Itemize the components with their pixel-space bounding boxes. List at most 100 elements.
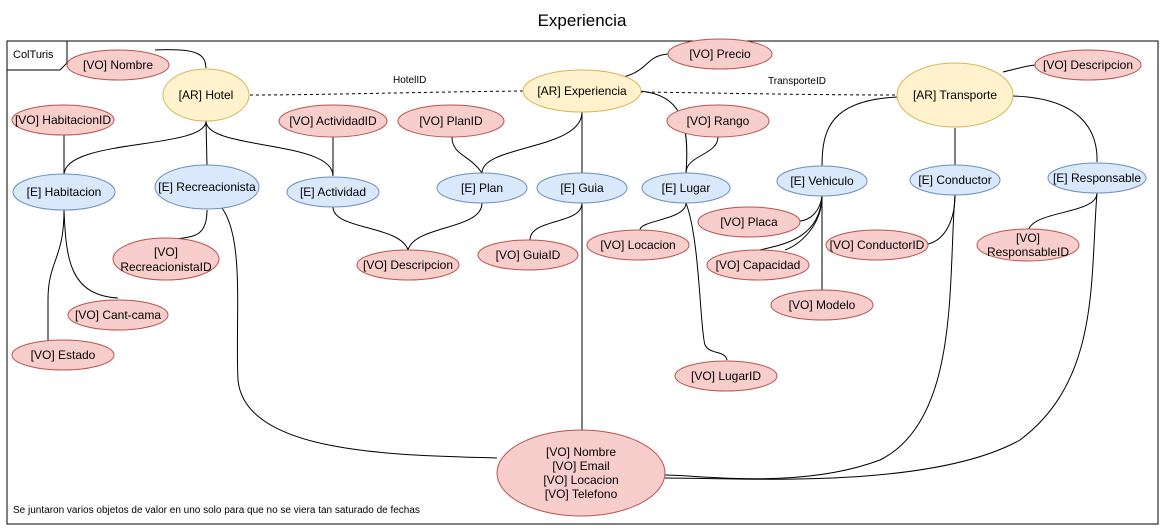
- svg-text:[VO] Precio: [VO] Precio: [689, 47, 751, 61]
- node-vo-guiaid: [VO] GuiaID: [477, 239, 579, 271]
- svg-text:[VO] Estado: [VO] Estado: [31, 348, 96, 362]
- edge-conductor-combined: [664, 194, 956, 480]
- edge-planid-plan: [451, 136, 483, 174]
- svg-text:[VO] Locacion: [VO] Locacion: [543, 473, 618, 487]
- node-ar-hotel: [AR] Hotel: [162, 68, 250, 122]
- node-vo-recreacionistaid: [VO] RecreacionistaID: [112, 237, 220, 281]
- svg-text:[VO] Capacidad: [VO] Capacidad: [716, 258, 801, 272]
- edge-responsable-combined: [664, 192, 1098, 480]
- diagram-title: Experiencia: [538, 11, 627, 30]
- edge-transporte-vehiculo: [821, 96, 899, 167]
- edge-habitacion-cantcama: [63, 209, 119, 299]
- node-vo-habitacionid: [VO] HabitacionID: [11, 104, 115, 136]
- edge-responsable-id: [1027, 192, 1098, 233]
- svg-text:RecreacionistaID: RecreacionistaID: [120, 260, 212, 274]
- frame-label: ColTuris: [13, 49, 54, 61]
- coltruris-frame: ColTuris: [6, 40, 1159, 525]
- svg-text:[VO] Cant-cama: [VO] Cant-cama: [75, 308, 161, 322]
- svg-text:[E] Lugar: [E] Lugar: [662, 181, 711, 195]
- edge-habitacion-estado: [47, 209, 65, 340]
- edge-experiencia-plan: [481, 111, 583, 174]
- node-vo-descripcion: [VO] Descripcion: [356, 249, 460, 281]
- svg-text:[VO] Descripcion: [VO] Descripcion: [1043, 58, 1133, 72]
- svg-text:[E] Conductor: [E] Conductor: [918, 173, 991, 187]
- svg-text:[VO] PlanID: [VO] PlanID: [419, 114, 483, 128]
- svg-text:[E] Recreacionista: [E] Recreacionista: [158, 180, 256, 194]
- node-e-plan: [E] Plan: [436, 172, 528, 204]
- edge-experiencia-precio: [622, 53, 669, 78]
- edge-actividad-descripcion: [332, 206, 409, 251]
- node-e-guia: [E] Guia: [536, 172, 628, 204]
- edge-hotel-experiencia: [249, 90, 524, 96]
- edge-lugar-locacion: [639, 202, 687, 231]
- edge-hotel-actividad: [205, 120, 334, 177]
- edge-hotel-nombre: [154, 49, 207, 69]
- svg-text:[VO] Descripcion: [VO] Descripcion: [363, 258, 453, 272]
- node-e-recreacionista: [E] Recreacionista: [154, 164, 260, 210]
- node-vo-conductorid: [VO] ConductorID: [825, 229, 929, 261]
- svg-text:[AR] Hotel: [AR] Hotel: [179, 88, 234, 102]
- node-vo-locacion: [VO] Locacion: [586, 229, 690, 261]
- edge-lugar-lugarid: [685, 202, 728, 361]
- svg-text:[E] Vehiculo: [E] Vehiculo: [790, 174, 854, 188]
- edge-experiencia-transporte: [639, 91, 899, 96]
- svg-text:[E] Habitacion: [E] Habitacion: [27, 185, 102, 199]
- node-e-responsable: [E] Responsable: [1047, 162, 1147, 194]
- svg-text:[E] Plan: [E] Plan: [461, 181, 503, 195]
- edge-hotel-recreacionista: [205, 120, 208, 166]
- svg-text:[VO] ActividadID: [VO] ActividadID: [289, 114, 377, 128]
- svg-text:[AR] Experiencia: [AR] Experiencia: [537, 84, 627, 98]
- node-vo-lugarid: [VO] LugarID: [674, 360, 778, 392]
- edge-recreacionista-combined: [221, 207, 498, 459]
- svg-text:[VO] Locacion: [VO] Locacion: [600, 238, 675, 252]
- node-vo-modelo: [VO] Modelo: [770, 289, 874, 321]
- svg-text:[VO] Modelo: [VO] Modelo: [789, 298, 856, 312]
- node-e-actividad: [E] Actividad: [286, 176, 380, 208]
- svg-text:[E] Guia: [E] Guia: [560, 181, 604, 195]
- svg-text:[E] Responsable: [E] Responsable: [1053, 171, 1141, 185]
- edge-recreacionista-id: [169, 209, 208, 241]
- svg-text:[VO] HabitacionID: [VO] HabitacionID: [15, 113, 111, 127]
- node-vo-estado: [VO] Estado: [11, 339, 115, 371]
- svg-text:ResponsableID: ResponsableID: [987, 245, 1069, 259]
- svg-text:[VO] Email: [VO] Email: [552, 459, 609, 473]
- diagram-note: Se juntaron varios objetos de valor en u…: [13, 505, 420, 516]
- node-ar-experiencia: [AR] Experiencia: [522, 69, 642, 113]
- node-e-lugar: [E] Lugar: [641, 172, 731, 204]
- node-vo-nombre: [VO] Nombre: [66, 49, 170, 81]
- node-vo-cantcama: [VO] Cant-cama: [67, 299, 169, 331]
- svg-text:[VO]: [VO]: [154, 245, 178, 259]
- node-vo-placa: [VO] Placa: [697, 206, 801, 238]
- node-vo-descripcion-transporte: [VO] Descripcion: [1034, 49, 1142, 81]
- svg-text:[VO] Telefono: [VO] Telefono: [545, 487, 618, 501]
- edge-lugar-rango: [685, 136, 719, 174]
- svg-text:[VO] ConductorID: [VO] ConductorID: [830, 238, 925, 252]
- node-ar-transporte: [AR] Transporte: [896, 62, 1014, 128]
- edge-vehiculo-capacidad-2: [759, 195, 823, 251]
- edge-label-transporteid: TransporteID: [768, 76, 826, 87]
- edge-transporte-descripcion: [1002, 64, 1036, 73]
- svg-text:[VO] Nombre: [VO] Nombre: [83, 58, 153, 72]
- node-vo-actividadid: [VO] ActividadID: [278, 104, 388, 138]
- node-vo-capacidad: [VO] Capacidad: [706, 249, 810, 281]
- edge-conductor-conductorid: [927, 194, 956, 245]
- svg-text:[AR] Transporte: [AR] Transporte: [913, 88, 997, 102]
- edge-vehiculo-placa: [799, 195, 823, 222]
- edge-hotel-habitacion: [63, 120, 207, 176]
- node-vo-combined: [VO] Nombre [VO] Email [VO] Locacion [VO…: [496, 429, 666, 517]
- edge-guia-guiaid: [529, 202, 583, 241]
- edge-plan-descripcion: [407, 202, 483, 251]
- node-vo-rango: [VO] Rango: [666, 104, 770, 138]
- edge-transporte-responsable: [1012, 95, 1098, 163]
- svg-text:[VO] LugarID: [VO] LugarID: [691, 369, 761, 383]
- node-e-conductor: [E] Conductor: [909, 164, 1001, 196]
- node-vo-responsableid: [VO] ResponsableID: [976, 228, 1080, 262]
- svg-text:[VO] Placa: [VO] Placa: [720, 215, 778, 229]
- node-vo-precio: [VO] Precio: [667, 38, 773, 70]
- node-e-vehiculo: [E] Vehiculo: [776, 165, 868, 197]
- edge-label-hotelid: HotelID: [393, 75, 426, 86]
- node-vo-planid: [VO] PlanID: [397, 104, 505, 138]
- svg-text:[VO] Nombre: [VO] Nombre: [546, 445, 616, 459]
- svg-text:[E] Actividad: [E] Actividad: [300, 185, 366, 199]
